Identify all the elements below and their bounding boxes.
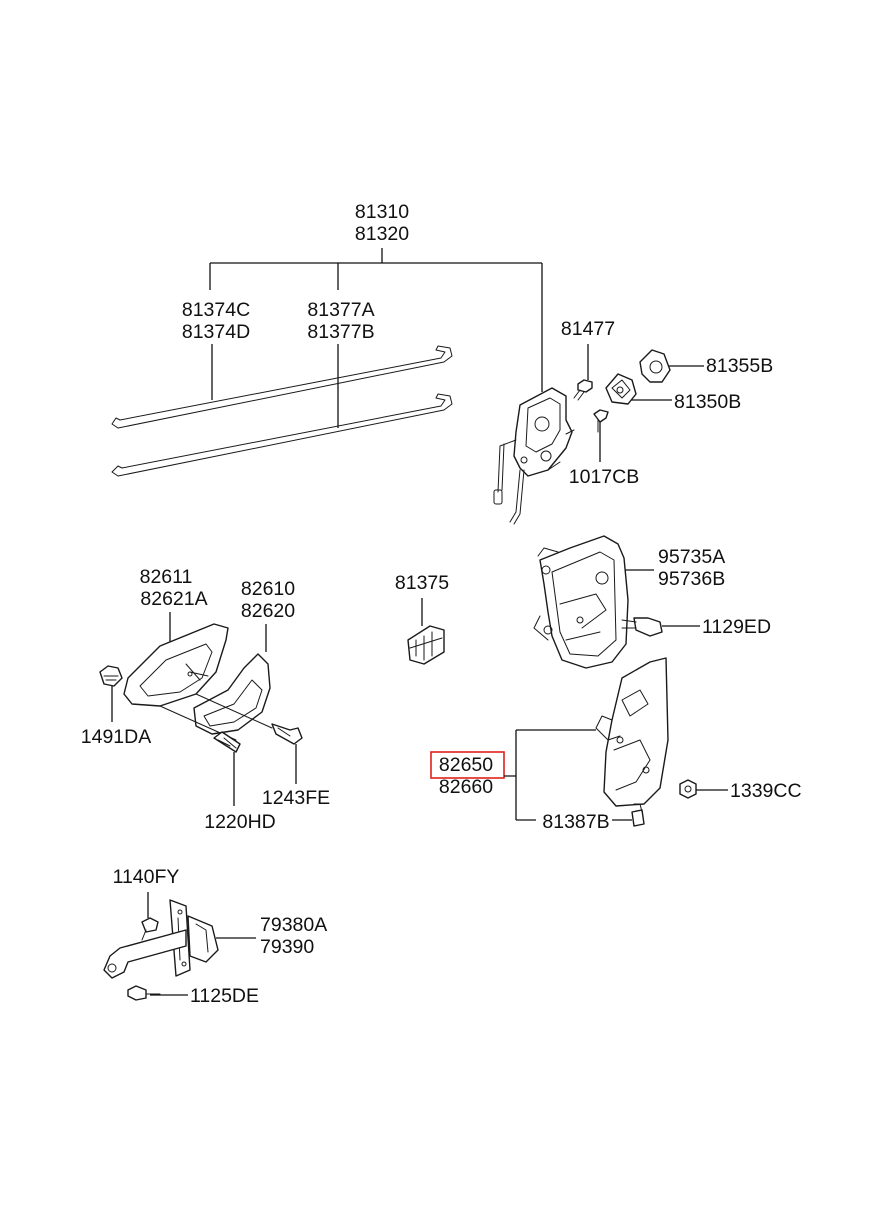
- label-81350b[interactable]: 81350B: [674, 391, 741, 413]
- actuator-group: 95735A 95736B 1129ED 82650: [430, 535, 802, 833]
- label-81377a[interactable]: 81377A: [307, 299, 374, 321]
- inside-handle-group: 82611 82621A 82610 82620 1491DA 1220HD: [81, 566, 330, 833]
- label-81320[interactable]: 81320: [355, 223, 409, 245]
- door-latch-assembly[interactable]: [493, 387, 575, 525]
- label-79380a[interactable]: 79380A: [260, 914, 327, 936]
- label-95735a[interactable]: 95735A: [658, 546, 725, 568]
- checker-group: 1140FY 79380A 79390 1125DE: [103, 866, 327, 1007]
- screw-1243fe[interactable]: [271, 723, 303, 745]
- label-1140fy[interactable]: 1140FY: [113, 866, 180, 888]
- screw-1220hd[interactable]: [213, 731, 241, 753]
- nut-1339cc[interactable]: [679, 779, 697, 799]
- label-82660[interactable]: 82660: [439, 776, 493, 798]
- pad-81355b[interactable]: [639, 349, 671, 383]
- grommet-81387b[interactable]: [631, 803, 645, 827]
- label-1243fe[interactable]: 1243FE: [262, 787, 330, 809]
- label-1491da[interactable]: 1491DA: [81, 726, 151, 748]
- label-81387b[interactable]: 81387B: [542, 811, 609, 833]
- striker-81350b[interactable]: [605, 373, 637, 405]
- label-81374d[interactable]: 81374D: [182, 321, 250, 343]
- label-1017cb[interactable]: 1017CB: [569, 466, 639, 488]
- label-81310[interactable]: 81310: [355, 201, 409, 223]
- bolt-1140fy[interactable]: [141, 917, 159, 941]
- leader-rods: [211, 344, 339, 428]
- label-81375[interactable]: 81375: [395, 572, 449, 594]
- screw-1017cb[interactable]: [593, 409, 609, 433]
- rod-upper[interactable]: [111, 345, 453, 429]
- highlight-box: [430, 751, 505, 779]
- label-82620[interactable]: 82620: [241, 600, 295, 622]
- handle-cover-82610[interactable]: [193, 653, 271, 735]
- label-82611[interactable]: 82611: [140, 566, 193, 588]
- door-checker-79380a[interactable]: [103, 899, 219, 979]
- actuator-95735a[interactable]: [533, 535, 629, 669]
- label-81477[interactable]: 81477: [561, 318, 615, 340]
- label-1339cc[interactable]: 1339CC: [730, 780, 802, 802]
- clip-81375-group: 81375: [395, 572, 449, 665]
- bolt-1125de[interactable]: [127, 985, 161, 1001]
- bolt-81477[interactable]: [573, 379, 593, 401]
- label-95736b[interactable]: 95736B: [658, 568, 725, 590]
- label-79390[interactable]: 79390: [260, 936, 314, 958]
- clip-1491da[interactable]: [99, 665, 123, 687]
- outside-handle-82650[interactable]: [595, 657, 669, 807]
- label-1220hd[interactable]: 1220HD: [204, 811, 276, 833]
- leader-81310: [209, 248, 543, 392]
- rod-group: 81310 81320 81374C 81374D 81377A 81377B …: [111, 201, 773, 525]
- label-82650[interactable]: 82650: [439, 754, 493, 776]
- label-1129ed[interactable]: 1129ED: [702, 616, 771, 638]
- label-81355b[interactable]: 81355B: [706, 355, 773, 377]
- bolt-1129ed[interactable]: [621, 617, 663, 637]
- rod-lower[interactable]: [111, 393, 453, 477]
- inside-handle-82611[interactable]: [123, 623, 229, 707]
- leader-82650: [504, 729, 596, 821]
- clip-81375[interactable]: [407, 625, 445, 665]
- label-81377b[interactable]: 81377B: [307, 321, 374, 343]
- label-1125de[interactable]: 1125DE: [190, 985, 259, 1007]
- label-82610[interactable]: 82610: [241, 578, 295, 600]
- label-81374c[interactable]: 81374C: [182, 299, 250, 321]
- label-82621a[interactable]: 82621A: [140, 588, 207, 610]
